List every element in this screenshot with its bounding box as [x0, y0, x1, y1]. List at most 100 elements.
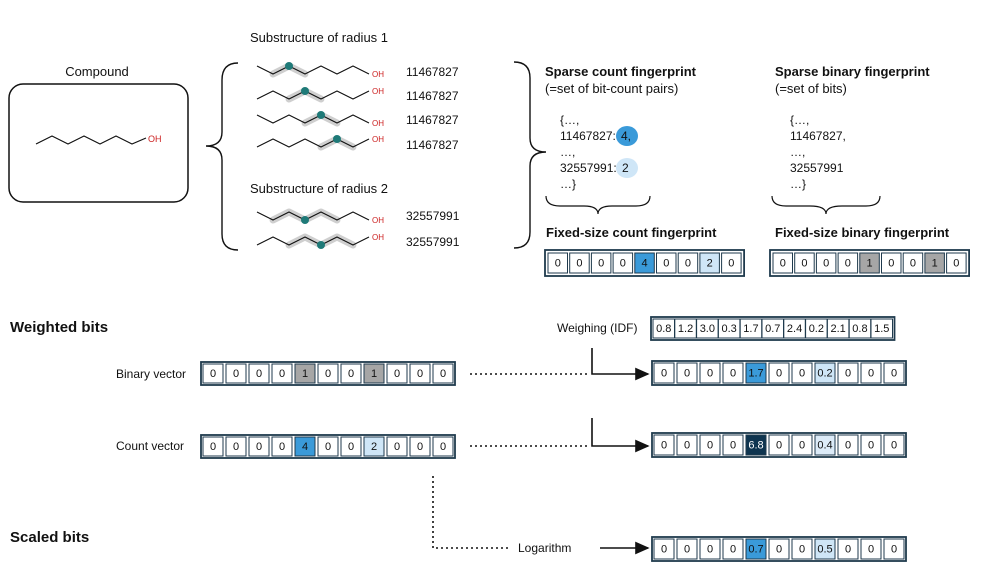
binary-weighted-cell — [883, 362, 905, 384]
log-dotted-connector — [432, 476, 510, 549]
center-atom — [301, 216, 309, 224]
sparse-binary-line-4: …} — [790, 177, 806, 191]
count-cell-value: 4 — [302, 441, 308, 453]
count-brace — [545, 195, 651, 215]
fixed-count-cell — [590, 252, 612, 274]
count-weighted-cell-value: 6.8 — [748, 440, 763, 452]
count-cell-value: 0 — [394, 441, 400, 453]
binary-cell-value: 0 — [325, 368, 331, 380]
count-weighted-cell — [653, 434, 675, 456]
binary-weighted-cell — [837, 362, 859, 384]
count-weighted-cell — [745, 434, 767, 456]
idf-cell-value: 1.5 — [874, 323, 889, 335]
binary-weighted-cell — [814, 362, 836, 384]
fixed-binary-cell-value: 0 — [888, 258, 894, 270]
count-weighted-cell-value: 0 — [891, 440, 897, 452]
idf-cell-value: 0.7 — [765, 323, 780, 335]
fixed-count-cell-value: 0 — [576, 258, 582, 270]
count-cell-value: 0 — [325, 441, 331, 453]
count-weight-arrow — [591, 418, 650, 453]
count-weighted-cell-value: 0 — [707, 440, 713, 452]
count-cell-value: 0 — [417, 441, 423, 453]
fixed-count-cell — [677, 252, 699, 274]
substructure-id: 11467827 — [406, 113, 459, 127]
scaled-cell — [860, 538, 882, 560]
count-weighted-cell — [860, 434, 882, 456]
binary-weighted-cell-value: 0 — [868, 368, 874, 380]
sparse-count-line-4: …} — [560, 177, 576, 191]
fixed-binary-cell — [772, 252, 793, 274]
substructure-id: 32557991 — [406, 209, 460, 223]
scaled-cell — [814, 538, 836, 560]
count-weighted-cell-value: 0 — [730, 440, 736, 452]
substructure-oh-label: OH — [372, 233, 384, 242]
count-cell-value: 0 — [279, 441, 285, 453]
fixed-count-cell — [569, 252, 590, 274]
fixed-binary-cell-value: 0 — [823, 258, 829, 270]
scaled-cell — [745, 538, 767, 560]
left-brace — [205, 62, 239, 251]
compound-oh-label: OH — [148, 134, 162, 144]
binary-weight-arrow — [591, 348, 650, 381]
fixed-binary-cell — [881, 252, 902, 274]
fixed-binary-cell — [837, 252, 859, 274]
substructure-bonds — [256, 65, 370, 75]
scaled-cell — [837, 538, 859, 560]
scaled-cell — [883, 538, 905, 560]
count-cell-value: 0 — [210, 441, 216, 453]
idf-cell — [870, 318, 893, 339]
fixed-count-cell — [699, 252, 720, 274]
substructure-oh-label: OH — [372, 70, 384, 79]
scaled-title: Scaled bits — [10, 529, 89, 546]
binary-weighted-cell-value: 0 — [799, 368, 805, 380]
binary-cell-value: 1 — [302, 368, 308, 380]
fixed-binary-cell — [924, 252, 945, 274]
scaled-cell — [676, 538, 698, 560]
count-weighted-cell — [722, 434, 744, 456]
fixed-binary-title: Fixed-size binary fingerprint — [775, 225, 950, 240]
fixed-count-cell-value: 0 — [685, 258, 691, 270]
scaled-cell — [722, 538, 744, 560]
fixed-count-cell — [721, 252, 742, 274]
substructure-oh-label: OH — [372, 135, 384, 144]
sparse-binary-line-3: 32557991 — [790, 161, 844, 175]
count-weighted-cell-value: 0 — [776, 440, 782, 452]
sparse-binary-line-1: 11467827, — [790, 129, 846, 143]
substructure-id: 11467827 — [406, 89, 459, 103]
weighted-title: Weighted bits — [10, 319, 108, 336]
binary-cell-value: 0 — [256, 368, 262, 380]
idf-cell-value: 0.8 — [852, 323, 867, 335]
idf-cell-value: 1.2 — [678, 323, 693, 335]
sparse-count-line-1: 11467827: — [560, 129, 616, 143]
binary-weighted-cell — [791, 362, 813, 384]
center-atom — [317, 111, 325, 119]
count-cell — [409, 436, 431, 457]
fixed-binary-cell-value: 1 — [866, 258, 872, 270]
count-weighted-cell-value: 0 — [684, 440, 690, 452]
binary-cell-value: 0 — [440, 368, 446, 380]
binary-cell — [202, 363, 224, 384]
binary-brace — [771, 195, 881, 215]
binary-weighted-cell-value: 0 — [661, 368, 667, 380]
sparse-count-line-2: …, — [560, 145, 575, 159]
fixed-count-cell-value: 0 — [728, 258, 734, 270]
count-cell-value: 0 — [348, 441, 354, 453]
count-cell-value: 2 — [371, 441, 377, 453]
fixed-binary-cell-value: 0 — [953, 258, 959, 270]
center-atom — [285, 62, 293, 70]
sparse-binary-subtitle: (=set of bits) — [775, 81, 847, 96]
fixed-binary-cell-value: 0 — [780, 258, 786, 270]
idf-cell-value: 0.8 — [656, 323, 671, 335]
fixed-count-cell-value: 0 — [598, 258, 604, 270]
fixed-count-cell — [547, 252, 568, 274]
count-weighted-cell — [883, 434, 905, 456]
binary-weighted-cell — [722, 362, 744, 384]
sparse-binary-line-2: …, — [790, 145, 805, 159]
logarithm-label: Logarithm — [518, 541, 571, 555]
scaled-cell — [699, 538, 721, 560]
binary-vector-label: Binary vector — [116, 367, 186, 381]
fixed-binary-cell — [946, 252, 967, 274]
idf-cell-value: 2.1 — [831, 323, 846, 335]
binary-weighted-cell-value: 0 — [776, 368, 782, 380]
